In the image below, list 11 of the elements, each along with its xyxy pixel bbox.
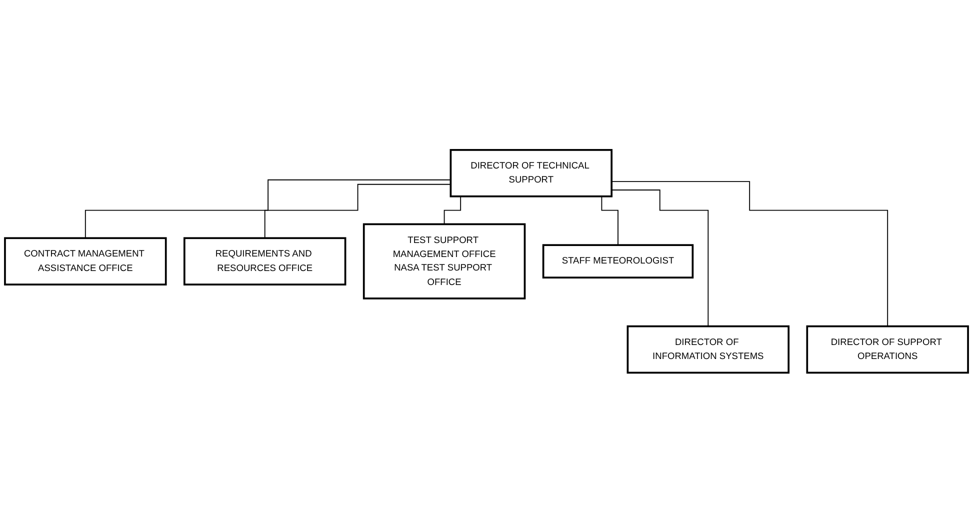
node-box: DIRECTOR OF TECHNICAL SUPPORT: [450, 148, 613, 197]
node-box: DIRECTOR OF INFORMATION SYSTEMS: [626, 325, 790, 374]
node-box: CONTRACT MANAGEMENT ASSISTANCE OFFICE: [4, 236, 167, 286]
node-box: REQUIREMENTS AND RESOURCES OFFICE: [183, 236, 346, 286]
node-box: STAFF METEOROLOGIST: [542, 244, 694, 278]
connector: [84, 179, 452, 238]
node-box: TEST SUPPORT MANAGEMENT OFFICE NASA TEST SUPPORT OFFICE: [362, 222, 526, 300]
connector: [264, 184, 452, 238]
connector: [611, 180, 888, 326]
node-box: DIRECTOR OF SUPPORT OPERATIONS: [806, 325, 969, 374]
connector: [611, 189, 709, 326]
